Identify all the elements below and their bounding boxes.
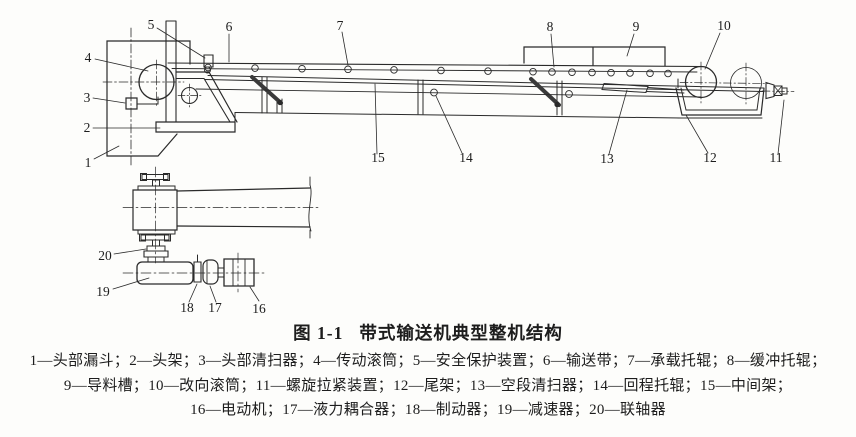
middle-frame: [176, 72, 764, 132]
callout-4: 4: [85, 50, 92, 65]
callout-2: 2: [84, 120, 91, 135]
callout-16: 16: [252, 301, 266, 316]
buffer-idlers: [549, 69, 672, 77]
callout-6: 6: [226, 19, 233, 34]
figure-legend: 1—头部漏斗；2—头架；3—头部清扫器；4—传动滚筒；5—安全保护装置；6—输送…: [0, 349, 856, 423]
callout-1: 1: [85, 155, 92, 170]
motor: [224, 253, 254, 292]
leader-lines-side: [93, 28, 784, 159]
callout-8: 8: [547, 19, 554, 34]
callout-12: 12: [703, 150, 717, 165]
guide-chute: [524, 47, 665, 66]
return-idlers: [431, 89, 573, 97]
callout-18: 18: [180, 300, 194, 315]
snub-pulley: [178, 84, 201, 107]
callout-5: 5: [148, 17, 155, 32]
head-cleaner: [126, 97, 158, 109]
figure-caption: 图 1-1 带式输送机典型整机结构: [0, 320, 856, 345]
callout-20: 20: [98, 248, 112, 263]
plan-view-drive-unit: 16 17 18 19 20: [96, 167, 320, 316]
bearing-bolts: [140, 174, 171, 247]
head-frame-base: [156, 122, 235, 132]
callout-19: 19: [96, 284, 110, 299]
conveyor-belt: [168, 63, 701, 72]
hydraulic-coupler: [203, 260, 224, 284]
screw-take-up: [762, 83, 794, 99]
callout-15: 15: [371, 150, 385, 165]
brake: [194, 255, 201, 282]
callout-11: 11: [770, 150, 783, 165]
legend-line-3: 16—电动机；17—液力耦合器；18—制动器；19—减速器；20—联轴器: [190, 402, 666, 418]
callout-numbers-plan: 16 17 18 19 20: [96, 248, 266, 316]
callout-9: 9: [633, 19, 640, 34]
callout-numbers-side: 1 2 3 4 5 6 7 8 9 10 11 12 13 14 15: [84, 17, 783, 170]
conveyor-diagram: 1 2 3 4 5 6 7 8 9 10 11 12 13 14 15: [84, 17, 856, 316]
figure-number: 图 1-1: [293, 323, 344, 343]
callout-13: 13: [600, 151, 614, 166]
callout-3: 3: [84, 90, 91, 105]
head-hopper: [107, 28, 190, 166]
carrying-idlers: [205, 64, 537, 75]
coupling: [144, 246, 168, 262]
callout-10: 10: [717, 18, 731, 33]
callout-7: 7: [337, 18, 344, 33]
tail-frame: [676, 79, 764, 118]
drum-top-view: [123, 167, 320, 263]
callout-17: 17: [208, 300, 222, 315]
bend-pulley: [680, 62, 768, 104]
side-view: 1 2 3 4 5 6 7 8 9 10 11 12 13 14 15: [84, 17, 794, 170]
figure-title: 带式输送机典型整机结构: [359, 323, 563, 343]
legend-line-2: 9—导料槽；10—改向滚筒；11—螺旋拉紧装置；12—尾架；13—空段清扫器；1…: [63, 377, 793, 394]
drive-pulley: [103, 60, 184, 107]
callout-14: 14: [459, 150, 473, 165]
return-belt: [196, 89, 701, 97]
legend-line-1: 1—头部漏斗；2—头架；3—头部清扫器；4—传动滚筒；5—安全保护装置；6—输送…: [29, 353, 827, 369]
reducer: [123, 262, 265, 284]
leader-lines-plan: [113, 249, 259, 302]
